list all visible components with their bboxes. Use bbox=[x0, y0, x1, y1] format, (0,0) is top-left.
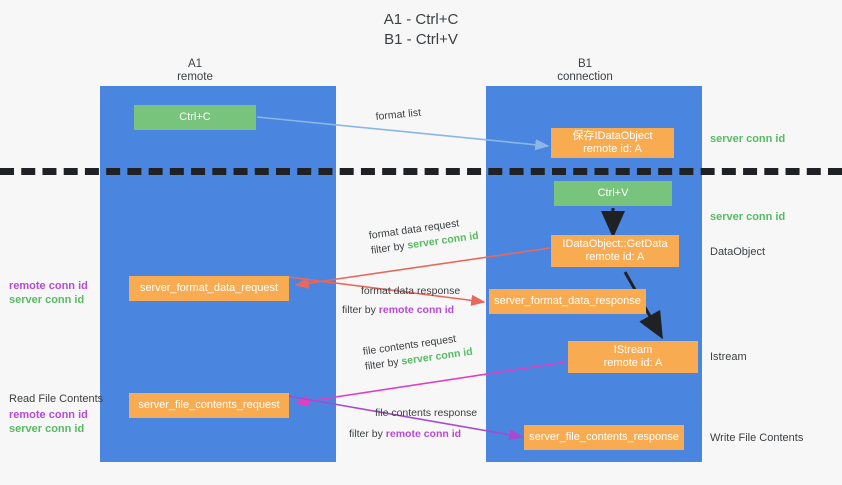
filter-value-remote-conn-id: remote conn id bbox=[378, 304, 455, 316]
node-istream-line2: remote id: A bbox=[603, 357, 663, 369]
column-header-a1: A1 remote bbox=[120, 58, 270, 84]
node-server-format-data-request-label: server_format_data_request bbox=[139, 282, 279, 294]
node-server-format-data-response[interactable]: server_format_data_response bbox=[489, 289, 646, 314]
node-idataobject-getdata[interactable]: IDataObject::GetData remote id: A bbox=[551, 235, 679, 267]
node-save-idataobject-line2: remote id: A bbox=[583, 143, 642, 155]
annotation-format-remote-conn-id: remote conn id bbox=[9, 280, 88, 292]
column-a1-role: remote bbox=[177, 71, 213, 83]
title-line-1: A1 - Ctrl+C bbox=[383, 11, 459, 28]
annotation-server-conn-id-top: server conn id bbox=[710, 133, 786, 145]
node-server-format-data-request[interactable]: server_format_data_request bbox=[129, 276, 289, 301]
annotation-istream: Istream bbox=[710, 351, 747, 363]
diagram-title: A1 - Ctrl+C B1 - Ctrl+V bbox=[0, 10, 842, 50]
filter-prefix: filter by bbox=[364, 355, 403, 373]
node-ctrl-c[interactable]: Ctrl+C bbox=[134, 105, 256, 130]
arrow-format-data-request bbox=[294, 247, 551, 289]
node-idataobject-getdata-line2: remote id: A bbox=[585, 251, 645, 263]
node-server-format-data-response-label: server_format_data_response bbox=[494, 295, 641, 307]
node-ctrl-v-label: Ctrl+V bbox=[597, 187, 629, 199]
annotation-read-file-contents: Read File Contents bbox=[9, 393, 104, 405]
edge-label-format-list-text: format list bbox=[375, 106, 422, 123]
arrow-file-contents-response bbox=[287, 395, 524, 441]
annotation-read-file-contents-group: Read File Contents remote conn id server… bbox=[9, 392, 103, 436]
edge-label-file-contents-response: file contents response filter by remote … bbox=[349, 406, 478, 442]
edge-label-format-data-response-filter: filter by remote conn id bbox=[342, 303, 460, 318]
filter-value-remote-conn-id: remote conn id bbox=[385, 428, 462, 440]
annotation-file-remote-conn-id: remote conn id bbox=[9, 409, 88, 421]
column-b1-name: B1 bbox=[577, 58, 593, 70]
column-header-b1: B1 connection bbox=[510, 58, 660, 84]
filter-prefix: filter by bbox=[370, 239, 409, 257]
annotation-format-server-conn-id: server conn id bbox=[9, 294, 85, 306]
node-istream-line1: IStream bbox=[613, 344, 653, 356]
phase-divider bbox=[0, 168, 842, 175]
node-idataobject-getdata-line1: IDataObject::GetData bbox=[562, 238, 668, 250]
column-b1-role: connection bbox=[557, 71, 613, 83]
arrow-file-contents-request bbox=[294, 361, 567, 407]
edge-label-file-contents-response-filter: filter by remote conn id bbox=[349, 427, 477, 442]
node-server-file-contents-request[interactable]: server_file_contents_request bbox=[129, 393, 289, 418]
edge-label-format-data-response-line1: format data response bbox=[361, 285, 461, 297]
annotation-dataobject: DataObject bbox=[710, 246, 766, 258]
annotation-server-conn-id-mid: server conn id bbox=[710, 211, 786, 223]
node-istream[interactable]: IStream remote id: A bbox=[568, 341, 698, 373]
edge-label-file-contents-response-line1: file contents response bbox=[375, 407, 478, 419]
node-server-file-contents-response[interactable]: server_file_contents_response bbox=[524, 425, 684, 450]
filter-prefix: filter by bbox=[349, 428, 386, 440]
annotation-format-conn-ids: remote conn id server conn id bbox=[9, 279, 88, 307]
annotation-write-file-contents: Write File Contents bbox=[710, 432, 804, 444]
filter-prefix: filter by bbox=[342, 304, 379, 316]
edge-label-format-data-response: format data response filter by remote co… bbox=[342, 284, 461, 318]
node-server-file-contents-request-label: server_file_contents_request bbox=[138, 399, 280, 411]
node-server-file-contents-response-label: server_file_contents_response bbox=[529, 431, 679, 443]
annotation-file-server-conn-id: server conn id bbox=[9, 423, 85, 435]
node-ctrl-v[interactable]: Ctrl+V bbox=[554, 181, 672, 206]
title-line-2: B1 - Ctrl+V bbox=[384, 31, 458, 48]
column-a1-name: A1 bbox=[187, 58, 203, 70]
node-save-idataobject-line1: 保存IDataObject bbox=[572, 130, 653, 142]
node-ctrl-c-label: Ctrl+C bbox=[179, 111, 211, 123]
arrow-format-data-response bbox=[287, 276, 486, 306]
node-save-idataobject[interactable]: 保存IDataObject remote id: A bbox=[551, 128, 674, 158]
arrow-format-list bbox=[256, 116, 550, 151]
